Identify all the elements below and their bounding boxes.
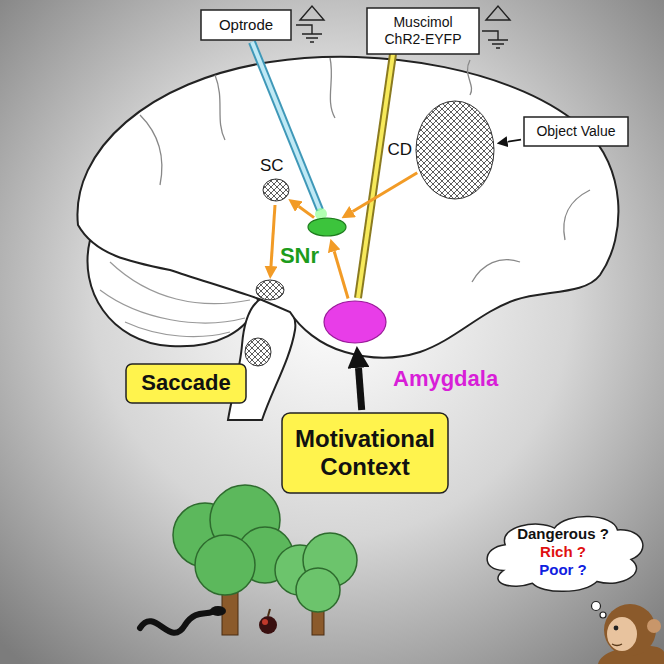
monkey xyxy=(614,626,619,631)
snr-region: SNr xyxy=(307,217,347,237)
caudate-region-outline xyxy=(415,100,495,200)
connector-arrow xyxy=(334,251,348,298)
amygdala-region-outline xyxy=(323,300,387,344)
cortex xyxy=(467,60,471,95)
cortex xyxy=(215,75,225,140)
thought-bubble-shape xyxy=(487,517,643,592)
monkey xyxy=(598,604,664,664)
optrode xyxy=(252,42,320,210)
colliculus-region-outline xyxy=(262,178,290,202)
caudate-region-shape xyxy=(416,101,494,199)
ground-symbol xyxy=(296,25,322,42)
cortex xyxy=(77,57,618,358)
ground-symbol xyxy=(486,6,510,20)
thought-text: Dangerous ? xyxy=(517,525,609,543)
apple xyxy=(262,619,268,625)
box-label: Motivational Context xyxy=(291,425,439,480)
cortex xyxy=(472,260,520,282)
connectors xyxy=(299,140,521,410)
region-label: CD xyxy=(387,140,412,160)
thought-text: Poor ? xyxy=(539,561,587,579)
colliculus-region-shape xyxy=(263,179,289,201)
snake xyxy=(140,606,226,633)
connector-arrow xyxy=(508,140,521,142)
snake xyxy=(210,606,226,616)
monkey xyxy=(607,617,637,651)
cortex xyxy=(564,190,590,240)
box-label: Optrode xyxy=(219,16,273,34)
snr-region-shape xyxy=(308,218,346,236)
cerebellum xyxy=(100,290,245,323)
cortex xyxy=(330,58,335,118)
amygdala-region-shape xyxy=(324,301,386,343)
region-label: Amygdala xyxy=(393,366,498,392)
apple xyxy=(259,609,277,634)
tree xyxy=(296,568,340,612)
box-label: Muscimol ChR2-EYFP xyxy=(372,14,474,48)
cortex xyxy=(77,57,618,358)
thought-bubble-dot xyxy=(592,602,601,611)
thought-bubble-dot xyxy=(600,612,606,618)
tree xyxy=(195,535,255,595)
hatched-nucleus xyxy=(245,280,284,366)
snake xyxy=(140,612,212,633)
colliculus-region: SC xyxy=(262,178,290,202)
optrode xyxy=(252,42,320,210)
connector-arrow xyxy=(353,173,418,212)
box-label: Object Value xyxy=(536,123,615,140)
apple xyxy=(268,609,270,616)
pipette xyxy=(358,54,393,298)
region-label: SC xyxy=(260,156,284,176)
thought-bubble-dot xyxy=(592,602,607,619)
highlight-box-shape xyxy=(126,364,246,403)
optrode xyxy=(252,42,327,220)
monkey xyxy=(612,644,622,646)
thought-bubble: Dangerous ?Rich ?Poor ? xyxy=(478,506,648,598)
label-box-shape xyxy=(524,117,628,146)
thought-text: Rich ? xyxy=(540,543,586,561)
monkey xyxy=(647,619,661,633)
ground-symbol xyxy=(482,31,508,48)
snr-region-outline xyxy=(307,217,347,237)
label-box-shape xyxy=(367,8,479,54)
caudate-region: CD xyxy=(415,100,495,200)
pipette xyxy=(358,54,393,298)
label-box: Muscimol ChR2-EYFP xyxy=(366,7,480,55)
cortex xyxy=(140,115,162,185)
ground-symbol xyxy=(300,6,324,20)
label-box: Optrode xyxy=(200,9,292,41)
box-label: Saccade xyxy=(141,370,230,396)
pipette xyxy=(358,54,393,298)
hatched-nucleus xyxy=(256,280,284,300)
apple xyxy=(259,616,277,634)
label-box-shape xyxy=(201,10,291,40)
amygdala-region: Amygdala xyxy=(323,300,387,344)
highlight-box: Saccade xyxy=(125,363,247,404)
highlight-box: Motivational Context xyxy=(281,412,449,494)
label-box: Object Value xyxy=(523,116,629,147)
region-label: SNr xyxy=(280,243,319,269)
cerebellum xyxy=(125,322,230,337)
highlight-box-shape xyxy=(282,413,448,493)
hatched-nucleus xyxy=(245,338,271,366)
connector-arrow xyxy=(359,368,362,410)
monkey xyxy=(604,604,656,656)
pathway-arrow xyxy=(271,205,275,266)
connector-arrow xyxy=(299,207,314,218)
